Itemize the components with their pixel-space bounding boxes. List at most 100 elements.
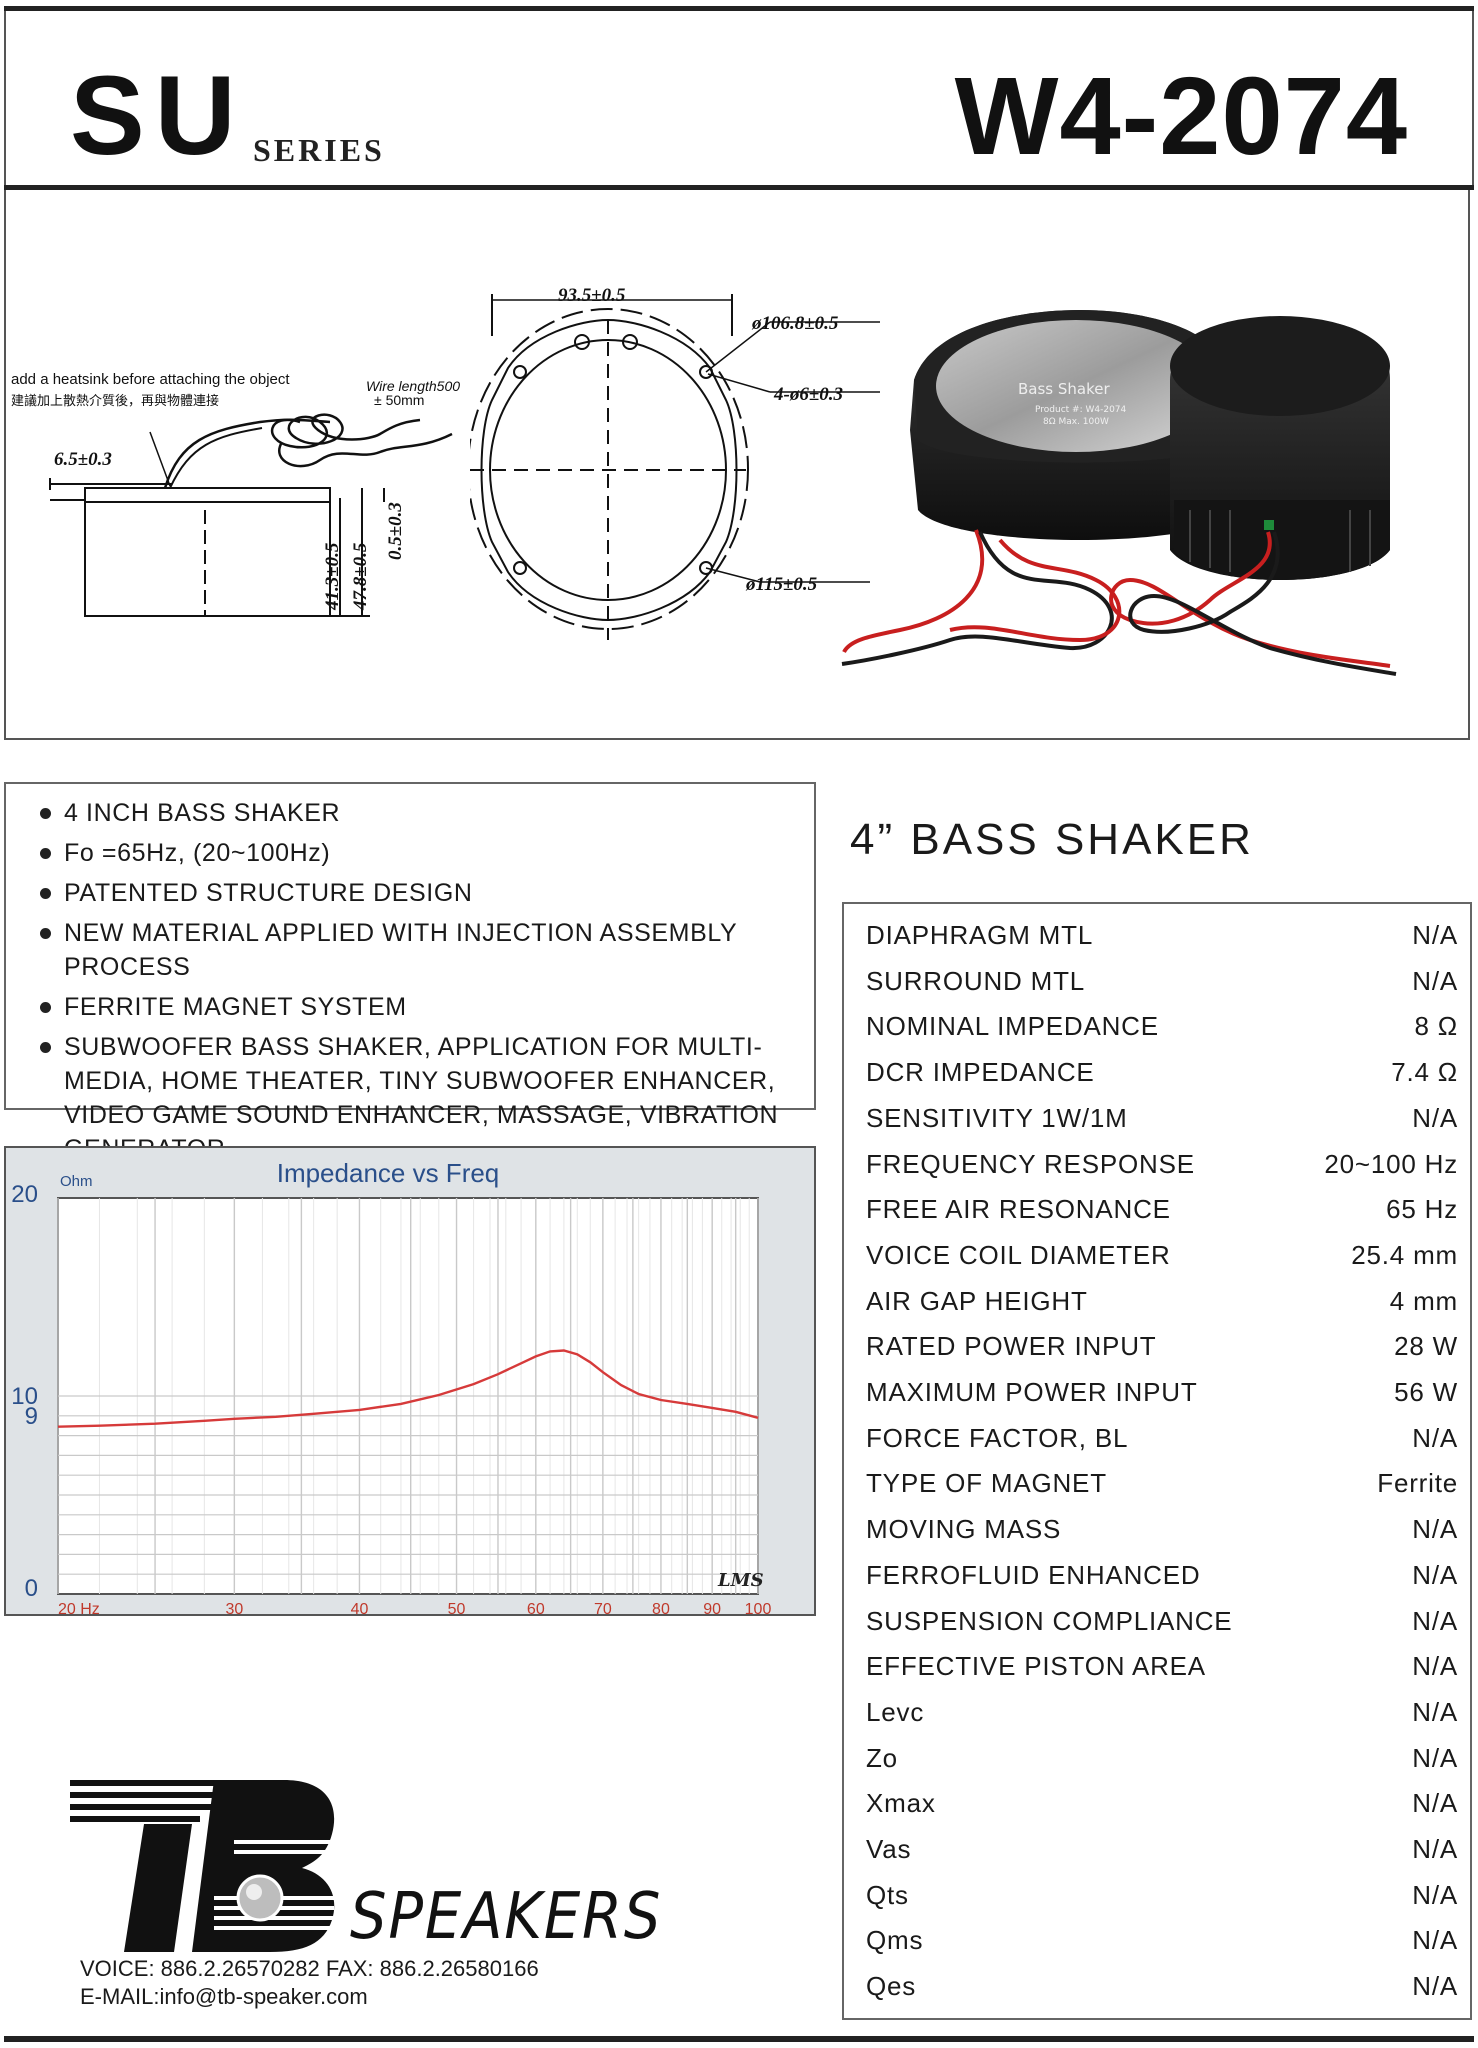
spec-row: Xmax N/A (866, 1788, 1458, 1834)
footer-rule (4, 2036, 1474, 2042)
impedance-curve (57, 1349, 759, 1428)
y-tick-label: 0 (25, 1575, 38, 1602)
x-tick-label: 80 (652, 1601, 670, 1616)
dim-93-5: 93.5±0.5 (558, 285, 626, 306)
spec-label: DIAPHRAGM MTL (866, 920, 1094, 950)
spec-value: N/A (1412, 1834, 1458, 1864)
spec-label: MOVING MASS (866, 1514, 1062, 1545)
spec-row: MOVING MASS N/A (866, 1514, 1458, 1560)
header (4, 11, 1474, 185)
spec-value: Ferrite (1377, 1468, 1458, 1499)
spec-label: MAXIMUM POWER INPUT (866, 1377, 1198, 1407)
spec-row: MAXIMUM POWER INPUT 56 W (866, 1377, 1458, 1423)
feature-item: FERRITE MAGNET SYSTEM (36, 990, 816, 1024)
spec-value: N/A (1412, 1102, 1458, 1133)
y-tick-label: 10 (11, 1383, 38, 1410)
spec-value: 56 W (1394, 1377, 1458, 1407)
wire-length-label: Wire length500 (366, 378, 461, 394)
series-code: SU (70, 53, 246, 178)
feature-item: 4 INCH BASS SHAKER (36, 796, 816, 830)
x-tick-label: 30 (225, 1601, 243, 1616)
spec-value: 8 Ω (1414, 1011, 1458, 1042)
spec-label: Qes (866, 1971, 917, 2002)
spec-label: NOMINAL IMPEDANCE (866, 1011, 1159, 1042)
spec-label: Zo (866, 1742, 898, 1773)
spec-title: 4” BASS SHAKER (850, 815, 1254, 864)
spec-value: 65 Hz (1386, 1194, 1458, 1225)
spec-value: N/A (1412, 920, 1458, 950)
spec-label: Qts (866, 1879, 909, 1910)
wire-tolerance-label: ± 50mm (374, 392, 425, 408)
feature-item: NEW MATERIAL APPLIED WITH INJECTION ASSE… (36, 916, 816, 984)
spec-label: Xmax (866, 1788, 936, 1819)
dim-106-8: ø106.8±0.5 (752, 313, 839, 334)
spec-value: N/A (1412, 965, 1458, 996)
feature-list: 4 INCH BASS SHAKER Fo =65Hz, (20~100Hz) … (36, 796, 816, 1172)
feature-item: SUBWOOFER BASS SHAKER, APPLICATION FOR M… (36, 1030, 816, 1166)
spec-label: SENSITIVITY 1W/1M (866, 1102, 1128, 1133)
product-photo: Bass Shaker Product #: W4-2074 8Ω Max. 1… (841, 310, 1397, 676)
dim-115: ø115±0.5 (746, 574, 818, 595)
brand-word: SPEAKERS (350, 1880, 663, 1954)
spec-label: FREQUENCY RESPONSE (866, 1148, 1195, 1179)
dim-47-8: 47.8±0.5 (350, 542, 371, 610)
side-view-drawing (49, 413, 453, 617)
product-number-text: Product #: W4-2074 (1035, 405, 1127, 415)
spec-label: DCR IMPEDANCE (866, 1057, 1095, 1088)
x-tick-label: 60 (527, 1601, 545, 1616)
dim-0-5: 0.5±0.3 (385, 502, 406, 560)
y-tick-label: 9 (25, 1403, 38, 1430)
spec-label: Levc (866, 1696, 925, 1727)
spec-table: DIAPHRAGM MTL N/A SURROUND MTL N/A NOMINAL I… (842, 902, 1472, 2020)
spec-label: Qms (866, 1925, 924, 1956)
spec-value: N/A (1412, 1605, 1458, 1636)
x-tick-label: 40 (351, 1601, 369, 1616)
spec-value: N/A (1412, 1514, 1458, 1545)
spec-value: N/A (1412, 1651, 1458, 1682)
product-brand-text: Bass Shaker (1018, 380, 1110, 398)
spec-label: Vas (866, 1834, 912, 1864)
heatsink-note-en: add a heatsink before attaching the obje… (11, 371, 290, 388)
spec-value: N/A (1412, 1788, 1458, 1819)
spec-row: SURROUND MTL N/A (866, 966, 1458, 1012)
feature-item: Fo =65Hz, (20~100Hz) (36, 836, 816, 870)
x-tick-label: 100 (745, 1601, 772, 1616)
spec-row: Qts N/A (866, 1880, 1458, 1926)
header-rule (4, 185, 1474, 190)
y-tick-label: 20 (11, 1181, 38, 1208)
dim-6-5: 6.5±0.3 (54, 449, 112, 470)
spec-row: FREE AIR RESONANCE 65 Hz (866, 1194, 1458, 1240)
spec-value: N/A (1412, 1879, 1458, 1910)
spec-label: RATED POWER INPUT (866, 1331, 1157, 1362)
spec-label: VOICE COIL DIAMETER (866, 1239, 1171, 1270)
spec-label: SURROUND MTL (866, 965, 1086, 996)
spec-row: DIAPHRAGM MTL N/A (866, 920, 1458, 966)
spec-value: N/A (1412, 1559, 1458, 1590)
spec-row: SENSITIVITY 1W/1M N/A (866, 1103, 1458, 1149)
spec-label: AIR GAP HEIGHT (866, 1285, 1088, 1316)
technical-drawing-panel (4, 190, 1470, 740)
top-rule (4, 6, 1474, 11)
spec-label: FREE AIR RESONANCE (866, 1194, 1171, 1225)
spec-row: Vas N/A (866, 1834, 1458, 1880)
contact-voice-fax: VOICE: 886.2.26570282 FAX: 886.2.2658016… (80, 1956, 539, 1981)
top-view-drawing (470, 294, 880, 640)
spec-value: 28 W (1394, 1331, 1458, 1362)
heatsink-note-zh: 建議加上散熱介質後，再與物體連接 (11, 394, 220, 409)
x-tick-label: 50 (448, 1601, 466, 1616)
spec-label: FORCE FACTOR, BL (866, 1422, 1129, 1453)
spec-row: NOMINAL IMPEDANCE 8 Ω (866, 1011, 1458, 1057)
model-number: W4-2074 (954, 55, 1408, 178)
